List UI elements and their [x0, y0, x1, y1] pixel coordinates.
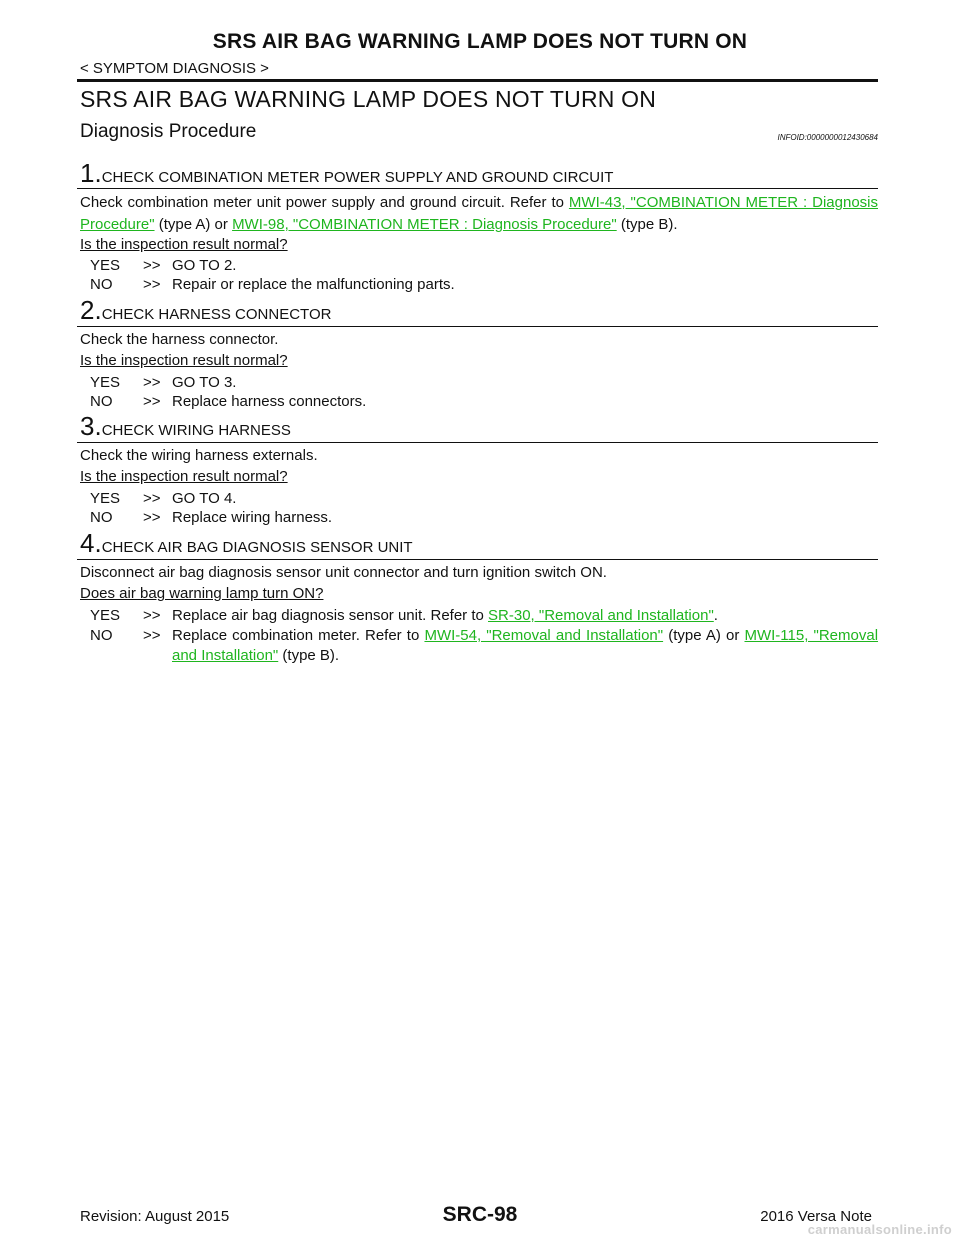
yes-label: YES — [90, 607, 121, 624]
arrow-label: >> — [143, 509, 161, 526]
page-title: SRS AIR BAG WARNING LAMP DOES NOT TURN O… — [80, 86, 657, 112]
step-title: CHECK AIR BAG DIAGNOSIS SENSOR UNIT — [101, 539, 413, 556]
step-rule — [77, 442, 878, 443]
link-mwi-54[interactable]: MWI-54, "Removal and Installation" — [424, 627, 664, 644]
yes-label: YES — [90, 490, 121, 507]
step-rule — [77, 188, 878, 189]
header-rule — [77, 79, 878, 82]
no-label: NO — [90, 276, 113, 293]
no-label: NO — [90, 509, 113, 526]
step-2-header: 2.CHECK HARNESS CONNECTOR — [80, 295, 331, 325]
step-4-header: 4.CHECK AIR BAG DIAGNOSIS SENSOR UNIT — [80, 528, 413, 558]
arrow-label: >> — [143, 276, 161, 293]
instruction-text: (type A) or — [154, 216, 233, 233]
footer-page-code: SRC-98 — [442, 1203, 518, 1226]
no-label: NO — [90, 393, 113, 410]
info-id: INFOID:0000000012430684 — [777, 133, 878, 142]
step-number: 3. — [80, 411, 102, 441]
instruction-text: (type B). — [616, 216, 678, 233]
step-2-question: Is the inspection result normal? — [80, 352, 288, 369]
no-text-prefix: Replace combination meter. Refer to — [172, 627, 425, 644]
step-1-question: Is the inspection result normal? — [80, 236, 288, 253]
link-mwi-115[interactable]: MWI-115, "Removal and Installation" — [172, 627, 879, 664]
arrow-label: >> — [143, 490, 161, 507]
step-title: CHECK WIRING HARNESS — [101, 422, 291, 439]
step-3-question: Is the inspection result normal? — [80, 468, 288, 485]
yes-label: YES — [90, 257, 121, 274]
link-mwi-98[interactable]: MWI-98, "COMBINATION METER : Diagnosis P… — [232, 216, 617, 233]
no-text: Replace combination meter. Refer to MWI-… — [172, 626, 878, 666]
running-title: SRS AIR BAG WARNING LAMP DOES NOT TURN O… — [212, 30, 748, 53]
arrow-label: >> — [143, 393, 161, 410]
no-text: Repair or replace the malfunctioning par… — [172, 276, 455, 293]
step-number: 2. — [80, 295, 102, 325]
yes-text: GO TO 2. — [172, 257, 237, 274]
footer-revision: Revision: August 2015 — [80, 1208, 230, 1225]
link-sr-30[interactable]: SR-30, "Removal and Installation" — [488, 607, 714, 624]
yes-text: GO TO 3. — [172, 374, 237, 391]
arrow-label: >> — [143, 607, 161, 624]
step-title: CHECK HARNESS CONNECTOR — [101, 306, 332, 323]
step-4-instruction: Disconnect air bag diagnosis sensor unit… — [80, 564, 607, 581]
yes-label: YES — [90, 374, 121, 391]
step-rule — [77, 326, 878, 327]
no-label: NO — [90, 627, 113, 644]
no-text: Replace wiring harness. — [172, 509, 333, 526]
step-rule — [77, 559, 878, 560]
no-text-suffix: (type B). — [278, 647, 340, 664]
step-3-instruction: Check the wiring harness externals. — [80, 447, 318, 464]
step-title: CHECK COMBINATION METER POWER SUPPLY AND… — [101, 169, 614, 186]
step-4-question: Does air bag warning lamp turn ON? — [80, 585, 324, 602]
watermark: carmanualsonline.info — [807, 1222, 952, 1237]
breadcrumb: < SYMPTOM DIAGNOSIS > — [80, 60, 269, 77]
link-mwi-43[interactable]: MWI-43, "COMBINATION METER : Diagnosis P… — [80, 194, 878, 233]
instruction-text: Check combination meter unit power suppl… — [80, 194, 569, 211]
no-text-mid: (type A) or — [663, 627, 745, 644]
yes-text-suffix: . — [713, 607, 718, 624]
step-1-header: 1.CHECK COMBINATION METER POWER SUPPLY A… — [80, 158, 613, 188]
step-1-instruction: Check combination meter unit power suppl… — [80, 192, 878, 236]
step-2-instruction: Check the harness connector. — [80, 331, 279, 348]
step-number: 4. — [80, 528, 102, 558]
footer-model: 2016 Versa Note — [760, 1208, 872, 1225]
yes-text: Replace air bag diagnosis sensor unit. R… — [172, 606, 878, 626]
step-3-header: 3.CHECK WIRING HARNESS — [80, 411, 291, 441]
section-title: Diagnosis Procedure — [80, 121, 257, 142]
yes-text-prefix: Replace air bag diagnosis sensor unit. R… — [172, 607, 489, 624]
arrow-label: >> — [143, 374, 161, 391]
yes-text: GO TO 4. — [172, 490, 237, 507]
arrow-label: >> — [143, 627, 161, 644]
no-text: Replace harness connectors. — [172, 393, 367, 410]
step-number: 1. — [80, 158, 102, 188]
arrow-label: >> — [143, 257, 161, 274]
